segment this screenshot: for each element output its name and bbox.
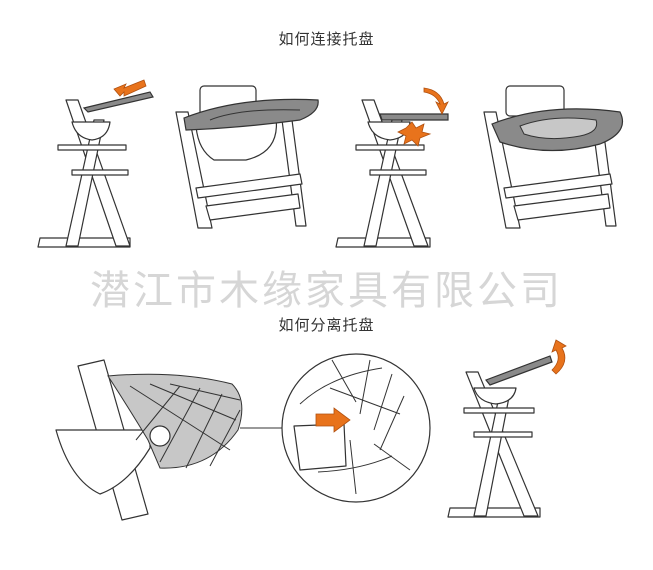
detach-side-chair	[447, 339, 567, 518]
step3-click-burst	[397, 121, 432, 147]
step3-rotate-arrow	[423, 87, 449, 115]
step2-chair-with-tray	[175, 85, 319, 229]
company-watermark: 潜江市木缘家具有限公司	[90, 268, 563, 314]
press-latch-arrow	[315, 407, 351, 433]
lift-tray-arrow	[551, 339, 567, 375]
step1-insert-arrow	[113, 79, 147, 97]
detach-tray-title: 如何分离托盘	[278, 316, 375, 334]
release-latch-zoom	[281, 353, 431, 503]
step1-side-chair	[37, 79, 154, 248]
step4-chair-tray-locked	[483, 85, 624, 229]
connect-tray-title: 如何连接托盘	[278, 30, 375, 48]
tray-underside-view	[55, 359, 243, 521]
step3-side-chair-click	[335, 87, 449, 248]
